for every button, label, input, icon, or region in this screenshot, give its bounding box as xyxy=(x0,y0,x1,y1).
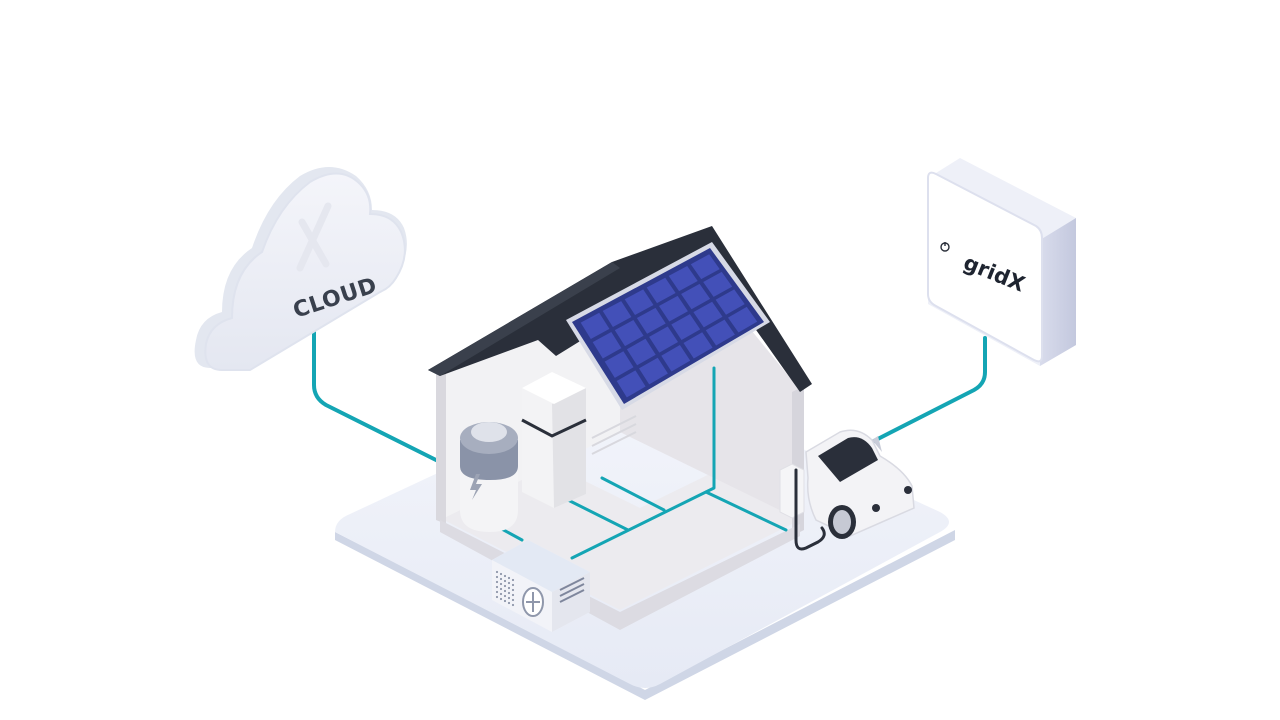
grille-dot xyxy=(511,588,515,592)
electric-car xyxy=(805,429,915,539)
solar-cell xyxy=(728,306,758,333)
grille-dot xyxy=(495,590,499,594)
grille-dot xyxy=(503,589,507,593)
fan-icon xyxy=(522,587,544,617)
storage-tank xyxy=(460,422,518,532)
solar-cell xyxy=(668,266,698,292)
grille-dot xyxy=(511,578,515,582)
grille-dot xyxy=(499,577,503,581)
grille-dot xyxy=(503,599,507,603)
solar-cell xyxy=(683,332,713,359)
grille-dot xyxy=(495,575,499,579)
grille-dot xyxy=(499,587,503,591)
radiator xyxy=(591,415,637,455)
grille-dot xyxy=(495,595,499,599)
solar-cell xyxy=(624,289,654,315)
grille-dot xyxy=(499,572,503,576)
solar-cell xyxy=(646,277,676,304)
solar-cell xyxy=(671,314,701,340)
grille-dot xyxy=(507,576,511,580)
grille-dot xyxy=(495,570,499,574)
home-battery-cabinet xyxy=(521,372,587,508)
grille-dot xyxy=(495,585,499,589)
solar-cell xyxy=(690,254,720,280)
connection-lines xyxy=(312,326,987,464)
solar-cell xyxy=(703,271,733,297)
x-logo-icon xyxy=(296,202,332,272)
power-icon xyxy=(940,242,950,252)
solar-panel xyxy=(566,242,770,410)
gateway-connection-line xyxy=(866,336,987,446)
grille-dot xyxy=(507,596,511,600)
grille-dot xyxy=(499,592,503,596)
solar-cells xyxy=(580,254,758,398)
gridx-gateway-box: gridX xyxy=(927,158,1076,366)
solar-cell xyxy=(580,312,610,339)
grille-dot xyxy=(503,584,507,588)
solar-cell xyxy=(715,289,745,315)
grille-dot xyxy=(495,580,499,584)
cloud-connection-line xyxy=(312,326,442,464)
wallbox-charger xyxy=(779,463,826,551)
solar-cell xyxy=(616,370,646,398)
solar-cell xyxy=(604,351,634,378)
grille-dot xyxy=(507,581,511,585)
grille-dot xyxy=(511,603,515,607)
solar-cell xyxy=(693,301,723,328)
vent-slats xyxy=(559,577,585,603)
grille-dot xyxy=(511,598,515,602)
solar-cell xyxy=(592,332,622,359)
solar-cell xyxy=(681,283,711,310)
grille-dot xyxy=(507,586,511,590)
fan-grille xyxy=(495,570,515,607)
cloud: CLOUD xyxy=(194,167,407,371)
solar-cell xyxy=(602,301,632,327)
grille-dot xyxy=(503,594,507,598)
grille-dot xyxy=(499,582,503,586)
solar-cell xyxy=(639,357,668,385)
grille-dot xyxy=(503,579,507,583)
grille-dot xyxy=(511,593,515,597)
grille-dot xyxy=(503,574,507,578)
grille-dot xyxy=(511,583,515,587)
heat-pump xyxy=(492,540,590,632)
grille-dot xyxy=(507,601,511,605)
solar-cell xyxy=(614,320,644,347)
solar-cell xyxy=(659,295,688,322)
grille-dot xyxy=(499,597,503,601)
solar-cell xyxy=(705,319,735,346)
lightning-bolt-icon xyxy=(470,474,482,500)
solar-cell xyxy=(636,307,666,334)
solar-cell xyxy=(661,345,691,372)
solar-cell xyxy=(649,326,678,353)
house xyxy=(428,226,812,630)
solar-cell xyxy=(626,338,656,366)
grille-dot xyxy=(507,591,511,595)
